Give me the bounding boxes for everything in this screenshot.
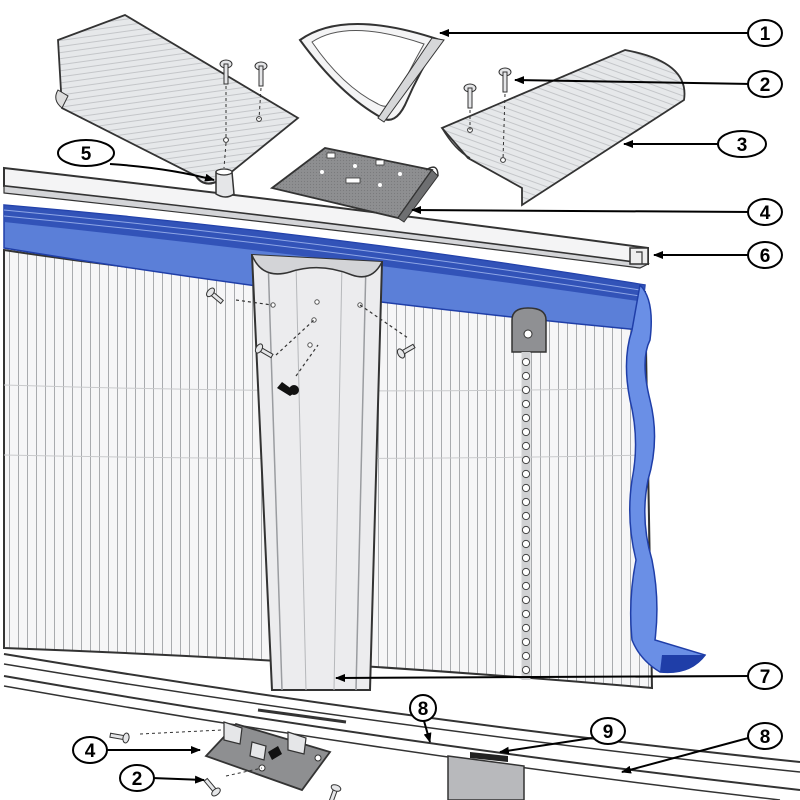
svg-text:8: 8 <box>418 699 429 720</box>
wall-hole <box>521 665 531 675</box>
wall-hole <box>521 623 531 633</box>
wall-hole <box>521 469 531 479</box>
callout-9: 9 <box>590 717 626 745</box>
top-cap <box>298 23 445 123</box>
bead-receiver-clip <box>511 307 547 680</box>
svg-text:9: 9 <box>603 722 614 743</box>
wall-hole <box>521 385 531 395</box>
callout-4-bottom: 4 <box>72 736 108 764</box>
wall-hole <box>521 651 531 661</box>
bottom-plate <box>139 721 332 792</box>
callout-2: 2 <box>747 70 783 98</box>
screws-upper <box>206 287 416 359</box>
wall-hole <box>521 511 531 521</box>
wall-hole <box>521 525 531 535</box>
callout-7: 7 <box>747 662 783 690</box>
wall-hole <box>521 441 531 451</box>
svg-text:5: 5 <box>81 144 92 165</box>
wall-hole <box>521 497 531 507</box>
wall-hole <box>521 399 531 409</box>
bracket-cap <box>215 168 235 198</box>
svg-text:7: 7 <box>760 667 771 688</box>
svg-text:2: 2 <box>760 75 771 96</box>
wall-hole <box>521 609 531 619</box>
upright-post <box>235 253 409 691</box>
wall-hole <box>521 413 531 423</box>
callout-8-right: 8 <box>747 722 783 750</box>
wall-hole <box>521 637 531 647</box>
bottom-track <box>3 653 800 800</box>
top-ledge-right <box>440 49 686 207</box>
top-connector-plate <box>269 147 439 223</box>
wall-hole <box>521 595 531 605</box>
wall-hole <box>521 483 531 493</box>
svg-text:3: 3 <box>737 135 748 156</box>
wall-hole <box>521 371 531 381</box>
top-ledge-left <box>55 14 300 185</box>
svg-text:1: 1 <box>760 24 771 45</box>
callout-1: 1 <box>747 19 783 47</box>
svg-text:6: 6 <box>760 246 771 267</box>
wall-hole <box>521 539 531 549</box>
wall-hole <box>521 553 531 563</box>
callouts: 1 2 3 4 5 6 <box>57 19 783 792</box>
cover-screws <box>219 59 512 169</box>
callout-8-middle: 8 <box>409 694 437 722</box>
wall-hole-column <box>521 357 531 675</box>
bottom-screws <box>109 732 342 800</box>
callout-5: 5 <box>57 139 115 167</box>
svg-text:4: 4 <box>760 203 771 224</box>
callout-3: 3 <box>717 130 767 158</box>
wall-hole <box>521 567 531 577</box>
wall-hole <box>521 581 531 591</box>
wall-hole <box>521 455 531 465</box>
callout-6: 6 <box>747 241 783 269</box>
callout-2-bottom: 2 <box>119 764 155 792</box>
svg-text:2: 2 <box>132 769 143 790</box>
wall-hole <box>521 357 531 367</box>
svg-text:8: 8 <box>760 727 771 748</box>
callout-4: 4 <box>747 198 783 226</box>
wall-hole <box>521 427 531 437</box>
svg-text:4: 4 <box>85 741 96 762</box>
